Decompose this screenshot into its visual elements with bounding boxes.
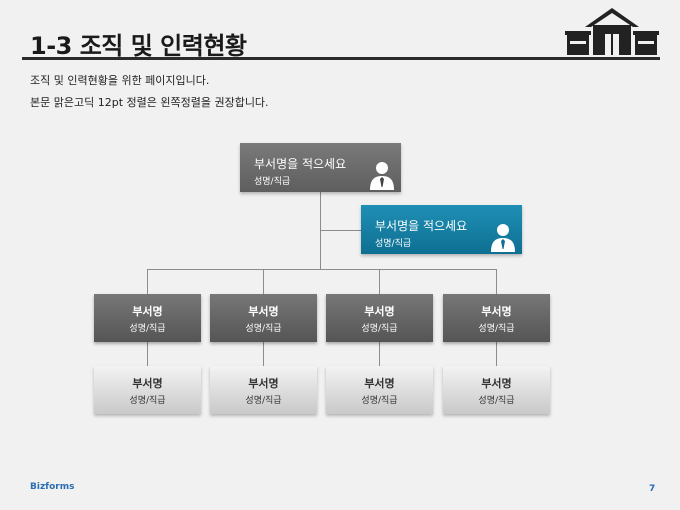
connector-down xyxy=(496,342,497,366)
connector-drop xyxy=(379,269,380,294)
connector-down xyxy=(147,342,148,366)
connector-assistant xyxy=(320,230,361,231)
department-name: 부서명 xyxy=(248,305,279,318)
businessman-icon xyxy=(491,224,515,252)
department-box: 부서명 성명/직급 xyxy=(94,294,201,342)
connector-down xyxy=(379,342,380,366)
connector-bus xyxy=(147,269,497,270)
staff-name: 부서명 xyxy=(364,377,395,390)
staff-sub: 성명/직급 xyxy=(478,396,515,406)
connector-drop xyxy=(496,269,497,294)
staff-box: 부서명 성명/직급 xyxy=(443,366,550,414)
staff-sub: 성명/직급 xyxy=(129,396,166,406)
org-assistant-sub: 성명/직급 xyxy=(375,239,412,249)
department-box: 부서명 성명/직급 xyxy=(443,294,550,342)
intro-line-2: 본문 맑은고딕 12pt 정렬은 왼쪽정렬을 권장합니다. xyxy=(30,96,269,109)
department-box: 부서명 성명/직급 xyxy=(326,294,433,342)
department-sub: 성명/직급 xyxy=(245,324,282,334)
department-name: 부서명 xyxy=(364,305,395,318)
department-sub: 성명/직급 xyxy=(478,324,515,334)
businessman-icon xyxy=(370,162,394,190)
connector-drop xyxy=(263,269,264,294)
footer-brand: Bizforms xyxy=(30,482,75,492)
org-top-name: 부서명을 적으세요 xyxy=(254,157,347,171)
department-name: 부서명 xyxy=(481,305,512,318)
department-name: 부서명 xyxy=(132,305,163,318)
staff-box: 부서명 성명/직급 xyxy=(326,366,433,414)
staff-sub: 성명/직급 xyxy=(245,396,282,406)
connector-drop xyxy=(147,269,148,294)
intro-line-1: 조직 및 인력현황을 위한 페이지입니다. xyxy=(30,74,210,87)
connector-down xyxy=(263,342,264,366)
staff-name: 부서명 xyxy=(481,377,512,390)
staff-box: 부서명 성명/직급 xyxy=(94,366,201,414)
department-sub: 성명/직급 xyxy=(361,324,398,334)
org-assistant-name: 부서명을 적으세요 xyxy=(375,219,468,233)
staff-sub: 성명/직급 xyxy=(361,396,398,406)
page-title: 1-3 조직 및 인력현황 xyxy=(30,32,247,60)
department-sub: 성명/직급 xyxy=(129,324,166,334)
staff-name: 부서명 xyxy=(248,377,279,390)
title-underline xyxy=(22,57,660,60)
staff-name: 부서명 xyxy=(132,377,163,390)
department-box: 부서명 성명/직급 xyxy=(210,294,317,342)
page-number: 7 xyxy=(649,484,656,494)
org-top-box: 부서명을 적으세요 성명/직급 xyxy=(240,143,401,192)
house-icon xyxy=(565,8,659,55)
org-assistant-box: 부서명을 적으세요 성명/직급 xyxy=(361,205,522,254)
org-top-sub: 성명/직급 xyxy=(254,177,291,187)
staff-box: 부서명 성명/직급 xyxy=(210,366,317,414)
